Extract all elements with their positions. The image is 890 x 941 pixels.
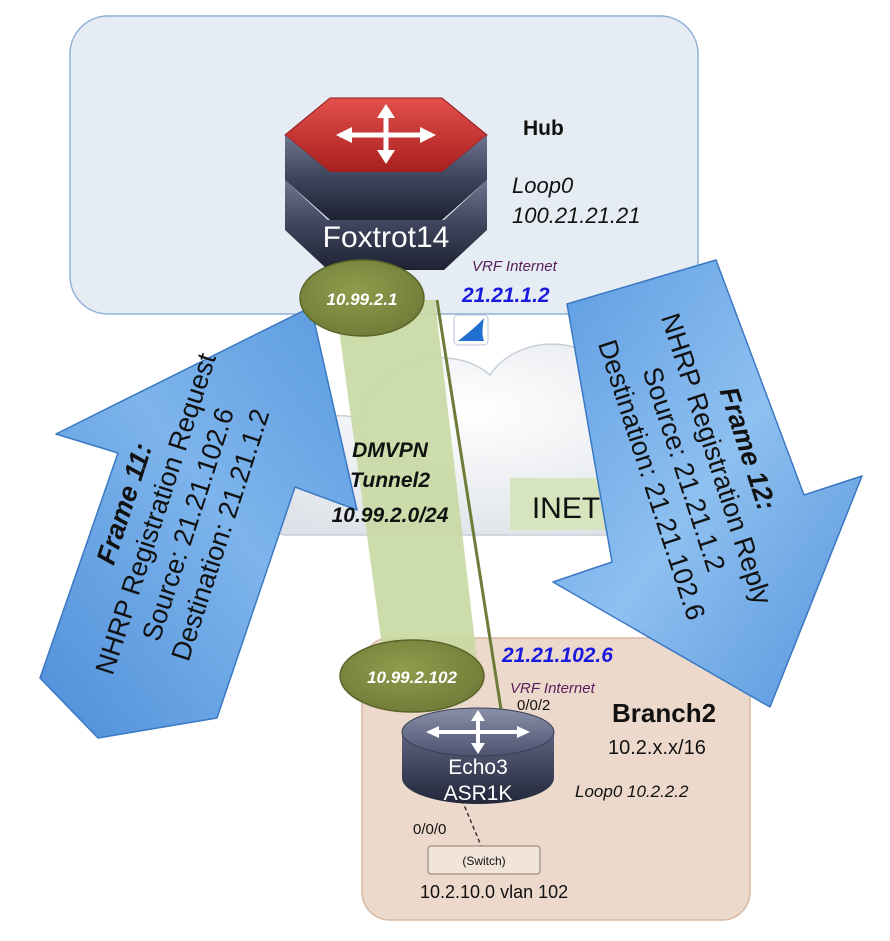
dmvpn-tunnel-beam	[335, 300, 478, 668]
router-arrows-icon	[426, 710, 530, 754]
tunnel-line1: DMVPN	[352, 439, 429, 462]
branch-tunnel-endpoint	[339, 639, 485, 713]
branch-title: Branch2	[612, 698, 716, 728]
hub-loop-label: Loop0	[512, 173, 574, 198]
hub-tunnel-endpoint	[299, 259, 425, 337]
hub-router-name: Foxtrot14	[323, 221, 450, 254]
wan-link-line	[435, 299, 505, 723]
branch-wan-intf: 0/0/2	[517, 697, 550, 714]
branch-vrf-label: VRF Internet	[510, 680, 596, 697]
branch-wan-ip: 21.21.102.6	[501, 644, 613, 667]
frame12-arrow	[552, 259, 863, 708]
branch-lan-intf: 0/0/0	[413, 821, 446, 838]
hub-vrf-label: VRF Internet	[472, 258, 558, 275]
hub-tunnel-ip: 10.99.2.1	[327, 290, 398, 309]
lan-link-line	[461, 799, 483, 849]
hub-router-icon	[284, 97, 488, 270]
branch-router-icon	[401, 707, 555, 804]
hub-wan-ip: 21.21.1.2	[461, 284, 550, 307]
hub-title: Hub	[523, 117, 564, 140]
branch-tunnel-ip: 10.99.2.102	[367, 668, 457, 687]
hub-loop-ip: 100.21.21.21	[512, 203, 640, 228]
router-arrows-icon	[336, 104, 436, 164]
packet-capture-icon	[453, 314, 489, 346]
branch-lan-label: 10.2.10.0 vlan 102	[420, 882, 568, 902]
branch-subnet: 10.2.x.x/16	[608, 737, 706, 759]
switch-box	[427, 845, 541, 875]
tunnel-line3: 10.99.2.0/24	[332, 504, 449, 527]
branch-router-line2: ASR1K	[444, 782, 513, 805]
switch-label: (Switch)	[462, 854, 505, 868]
inet-label: INET	[532, 492, 600, 525]
branch-router-line1: Echo3	[448, 756, 508, 779]
branch-loop-label: Loop0 10.2.2.2	[575, 782, 689, 801]
tunnel-line2: Tunnel2	[350, 469, 430, 492]
